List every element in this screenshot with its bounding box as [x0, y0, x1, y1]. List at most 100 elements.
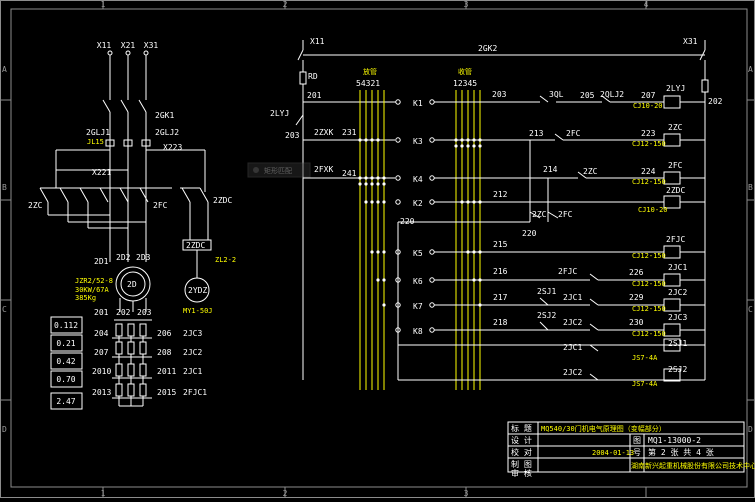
label-205: 205: [580, 91, 595, 100]
label-coil-2sj2: 2SJ2: [668, 365, 687, 374]
title-block-label-draw: 制 图: [511, 459, 532, 469]
label-217: 217: [493, 293, 508, 302]
label-220b: 220: [522, 229, 537, 238]
label-231: 231: [342, 128, 357, 137]
label-motor-spec-2: 30KW/67A: [75, 286, 110, 294]
label-2d1: 2D1: [94, 257, 109, 266]
label-2qlj2: 2QLJ2: [600, 90, 624, 99]
label-2zdc-box: 2ZDC: [186, 241, 205, 250]
label-jl15: JL15: [87, 138, 104, 146]
label-cj12-150-f: CJ12-150: [632, 330, 666, 338]
label-x11: X11: [97, 41, 112, 50]
resistor-value-2: 0.21: [56, 339, 75, 348]
title-block-label-title: 标 题: [511, 423, 532, 433]
label-zl2: ZL2-2: [215, 256, 236, 264]
label-r206: 206: [157, 329, 172, 338]
label-2jc2-contact: 2JC2: [563, 318, 582, 327]
column-label-3-bottom: 3: [464, 489, 469, 498]
label-2sj1: 2SJ1: [537, 287, 556, 296]
label-2d2: 2D2: [116, 253, 131, 262]
title-block-sheet: 第 2 张 共 4 张: [648, 447, 714, 457]
label-coil-2lyj: 2LYJ: [666, 84, 685, 93]
resistor-value-3: 0.42: [56, 357, 75, 366]
label-cj12-150-b: CJ12-150: [632, 178, 666, 186]
label-2fxk: 2FXK: [314, 165, 333, 174]
label-2fc-contact: 2FC: [566, 129, 581, 138]
label-cj10-20-a: CJ10-20: [633, 102, 663, 110]
label-2sj2: 2SJ2: [537, 311, 556, 320]
label-coil-2jc2: 2JC2: [668, 288, 687, 297]
label-x21: X21: [121, 41, 136, 50]
brake-motor-2ydz: [184, 277, 210, 303]
label-2gk1: 2GK1: [155, 111, 174, 120]
label-k6: K6: [413, 277, 423, 286]
label-cj10-20-b: CJ10-20: [638, 206, 668, 214]
label-my1: MY1-50J: [183, 307, 213, 315]
label-2glj2: 2GLJ2: [155, 128, 179, 137]
label-2fjc1: 2FJC1: [183, 388, 207, 397]
label-2zxk: 2ZXK: [314, 128, 333, 137]
label-coil-2jc1: 2JC1: [668, 263, 687, 272]
label-cj12-150-d: CJ12-150: [632, 280, 666, 288]
row-label-b-right: B: [748, 183, 753, 192]
row-label-c-right: C: [748, 305, 753, 314]
label-r2011: 2011: [157, 367, 176, 376]
label-214: 214: [543, 165, 558, 174]
label-r202: 202: [116, 308, 131, 317]
label-215: 215: [493, 240, 508, 249]
label-202: 202: [708, 97, 723, 106]
label-2ydz: 2YDZ: [188, 286, 207, 295]
label-r2015: 2015: [157, 388, 176, 397]
label-js7-4a-b: JS7-4A: [632, 380, 658, 388]
label-coil-2fjc: 2FJC: [666, 235, 685, 244]
label-2jc2-timer-contact: 2JC2: [563, 368, 582, 377]
resistor-value-1: 0.112: [54, 321, 78, 330]
label-2fc-interlock: 2FC: [558, 210, 573, 219]
label-shouguan: 收管: [458, 67, 472, 76]
label-r204: 204: [94, 329, 109, 338]
row-label-a-right: A: [748, 65, 753, 74]
label-x11-right: X11: [310, 37, 325, 46]
label-2d: 2D: [127, 280, 137, 289]
control-circuit: X11 X31 2GK2 RD 201 2LYJ 203 2ZXK 231 2F…: [270, 37, 723, 390]
title-block-drawing-no: MQ1-13000-2: [648, 436, 701, 445]
label-coil-2jc3: 2JC3: [668, 313, 687, 322]
label-2zc-contact: 2ZC: [583, 167, 598, 176]
watermark-text: 矩形匹配: [264, 166, 292, 175]
row-label-d: D: [2, 425, 7, 434]
label-201: 201: [307, 91, 322, 100]
rotor-resistor-bank: 201 202 203 204 207 2010 2013 206 208 20…: [92, 308, 207, 407]
label-k5: K5: [413, 249, 423, 258]
column-label-4: 4: [644, 0, 649, 9]
label-2jc1-timer-contact: 2JC1: [563, 343, 582, 352]
label-226: 226: [629, 268, 644, 277]
title-block: 标 题 MQ540/30门机电气原理图（变幅部分） 设 计 校 对 制 图 审 …: [507, 421, 755, 478]
label-2gk2: 2GK2: [478, 44, 497, 53]
label-k7: K7: [413, 302, 423, 311]
label-223: 223: [641, 129, 656, 138]
label-2jc3: 2JC3: [183, 329, 202, 338]
label-3ql: 3QL: [549, 90, 564, 99]
resistor-table: 0.112 0.21 0.42 0.70 2.47: [50, 316, 83, 410]
title-block-label-check: 校 对: [511, 447, 532, 457]
label-coil-2sj1: 2SJ1: [668, 339, 687, 348]
label-203b: 203: [492, 90, 507, 99]
column-label-2: 2: [283, 0, 288, 9]
column-label-2-bottom: 2: [283, 489, 288, 498]
label-203: 203: [285, 131, 300, 140]
title-block-label-no: 号: [633, 448, 641, 457]
main-power-circuit: X11 X21 X31 2GK1 2GLJ1 2GLJ2 JL15 X223 X…: [28, 41, 236, 315]
label-cj12-150-e: CJ12-150: [632, 305, 666, 313]
label-2jc1: 2JC1: [183, 367, 202, 376]
label-r207: 207: [94, 348, 109, 357]
label-218: 218: [493, 318, 508, 327]
row-label-b: B: [2, 183, 7, 192]
label-rd: RD: [308, 72, 318, 81]
row-label-d-right: D: [748, 425, 753, 434]
label-motor-spec-3: 385Kg: [75, 294, 96, 302]
label-2fjc-contact: 2FJC: [558, 267, 577, 276]
column-label-1: 1: [101, 0, 106, 9]
label-k4: K4: [413, 175, 423, 184]
label-r203: 203: [137, 308, 152, 317]
label-207: 207: [641, 91, 656, 100]
